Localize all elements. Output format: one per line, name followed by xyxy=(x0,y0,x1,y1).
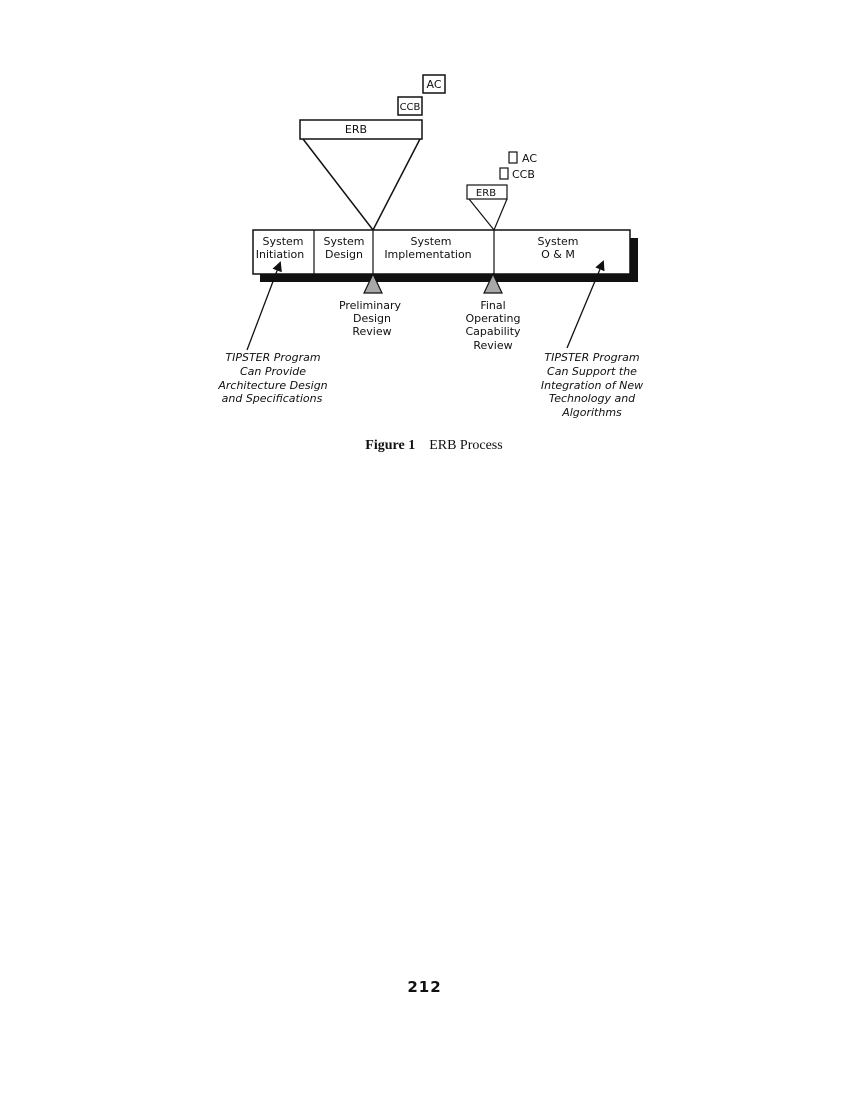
timeline-bar xyxy=(252,229,631,275)
small-board-stack: AC CCB ERB xyxy=(466,151,537,232)
pdr-label-line: Preliminary xyxy=(339,299,402,312)
large-erb-label: ERB xyxy=(345,123,367,136)
page-number: 212 xyxy=(407,978,442,996)
figure-caption-label: Figure 1 xyxy=(365,438,415,453)
review-markers xyxy=(363,272,503,294)
large-ccb-label: CCB xyxy=(400,102,421,113)
pdr-label-line: Review xyxy=(352,325,391,338)
right-callout-line: Can Support the xyxy=(547,365,637,378)
focr-marker xyxy=(483,272,503,294)
left-callout-line: and Specifications xyxy=(222,392,323,405)
left-callout-line: Architecture Design xyxy=(217,379,327,392)
small-ccb-label: CCB xyxy=(512,168,535,181)
large-ac-label: AC xyxy=(426,78,441,91)
large-board-stack: AC CCB ERB xyxy=(299,74,446,232)
phase-initiation-line2: Initiation xyxy=(256,248,304,261)
focr-label-line: Final xyxy=(480,299,505,312)
figure-caption-title: ERB Process xyxy=(429,438,503,453)
focr-label-line: Operating xyxy=(466,312,521,325)
phase-timeline: System Initiation System Design System I… xyxy=(252,229,638,282)
right-callout: TIPSTER Program Can Support the Integrat… xyxy=(541,351,643,419)
phase-om-line2: O & M xyxy=(541,248,575,261)
right-callout-line: TIPSTER Program xyxy=(544,351,639,364)
left-callout-arrow xyxy=(246,261,282,351)
large-ac-box xyxy=(422,74,446,94)
right-callout-line: Integration of New xyxy=(541,379,643,392)
left-callout-line: Can Provide xyxy=(240,365,306,378)
phase-design-line2: Design xyxy=(325,248,363,261)
figure-caption: Figure 1 ERB Process xyxy=(365,438,502,453)
phase-om-line1: System xyxy=(537,235,578,248)
small-erb-label: ERB xyxy=(476,188,496,199)
small-ac-box xyxy=(508,151,518,164)
phase-design-line1: System xyxy=(323,235,364,248)
focr-label: Final Operating Capability Review xyxy=(465,299,521,352)
large-funnel xyxy=(302,138,421,232)
focr-label-line: Capability xyxy=(465,325,521,338)
small-funnel xyxy=(468,198,508,232)
left-callout: TIPSTER Program Can Provide Architecture… xyxy=(217,351,327,405)
pdr-label: Preliminary Design Review xyxy=(339,299,402,338)
right-callout-line: Technology and xyxy=(549,392,636,405)
pdr-marker xyxy=(363,272,383,294)
left-callout-line: TIPSTER Program xyxy=(225,351,320,364)
pdr-label-line: Design xyxy=(353,312,391,325)
focr-label-line: Review xyxy=(473,339,512,352)
phase-implementation-line1: System xyxy=(410,235,451,248)
right-callout-arrow xyxy=(566,260,605,349)
small-ccb-box xyxy=(499,167,509,180)
large-erb-box xyxy=(299,119,423,140)
large-ccb-box xyxy=(397,96,423,116)
small-ac-label: AC xyxy=(522,152,537,165)
phase-implementation-line2: Implementation xyxy=(384,248,471,261)
small-erb-box xyxy=(466,184,508,200)
right-callout-line: Algorithms xyxy=(561,406,622,419)
phase-initiation-line1: System xyxy=(262,235,303,248)
